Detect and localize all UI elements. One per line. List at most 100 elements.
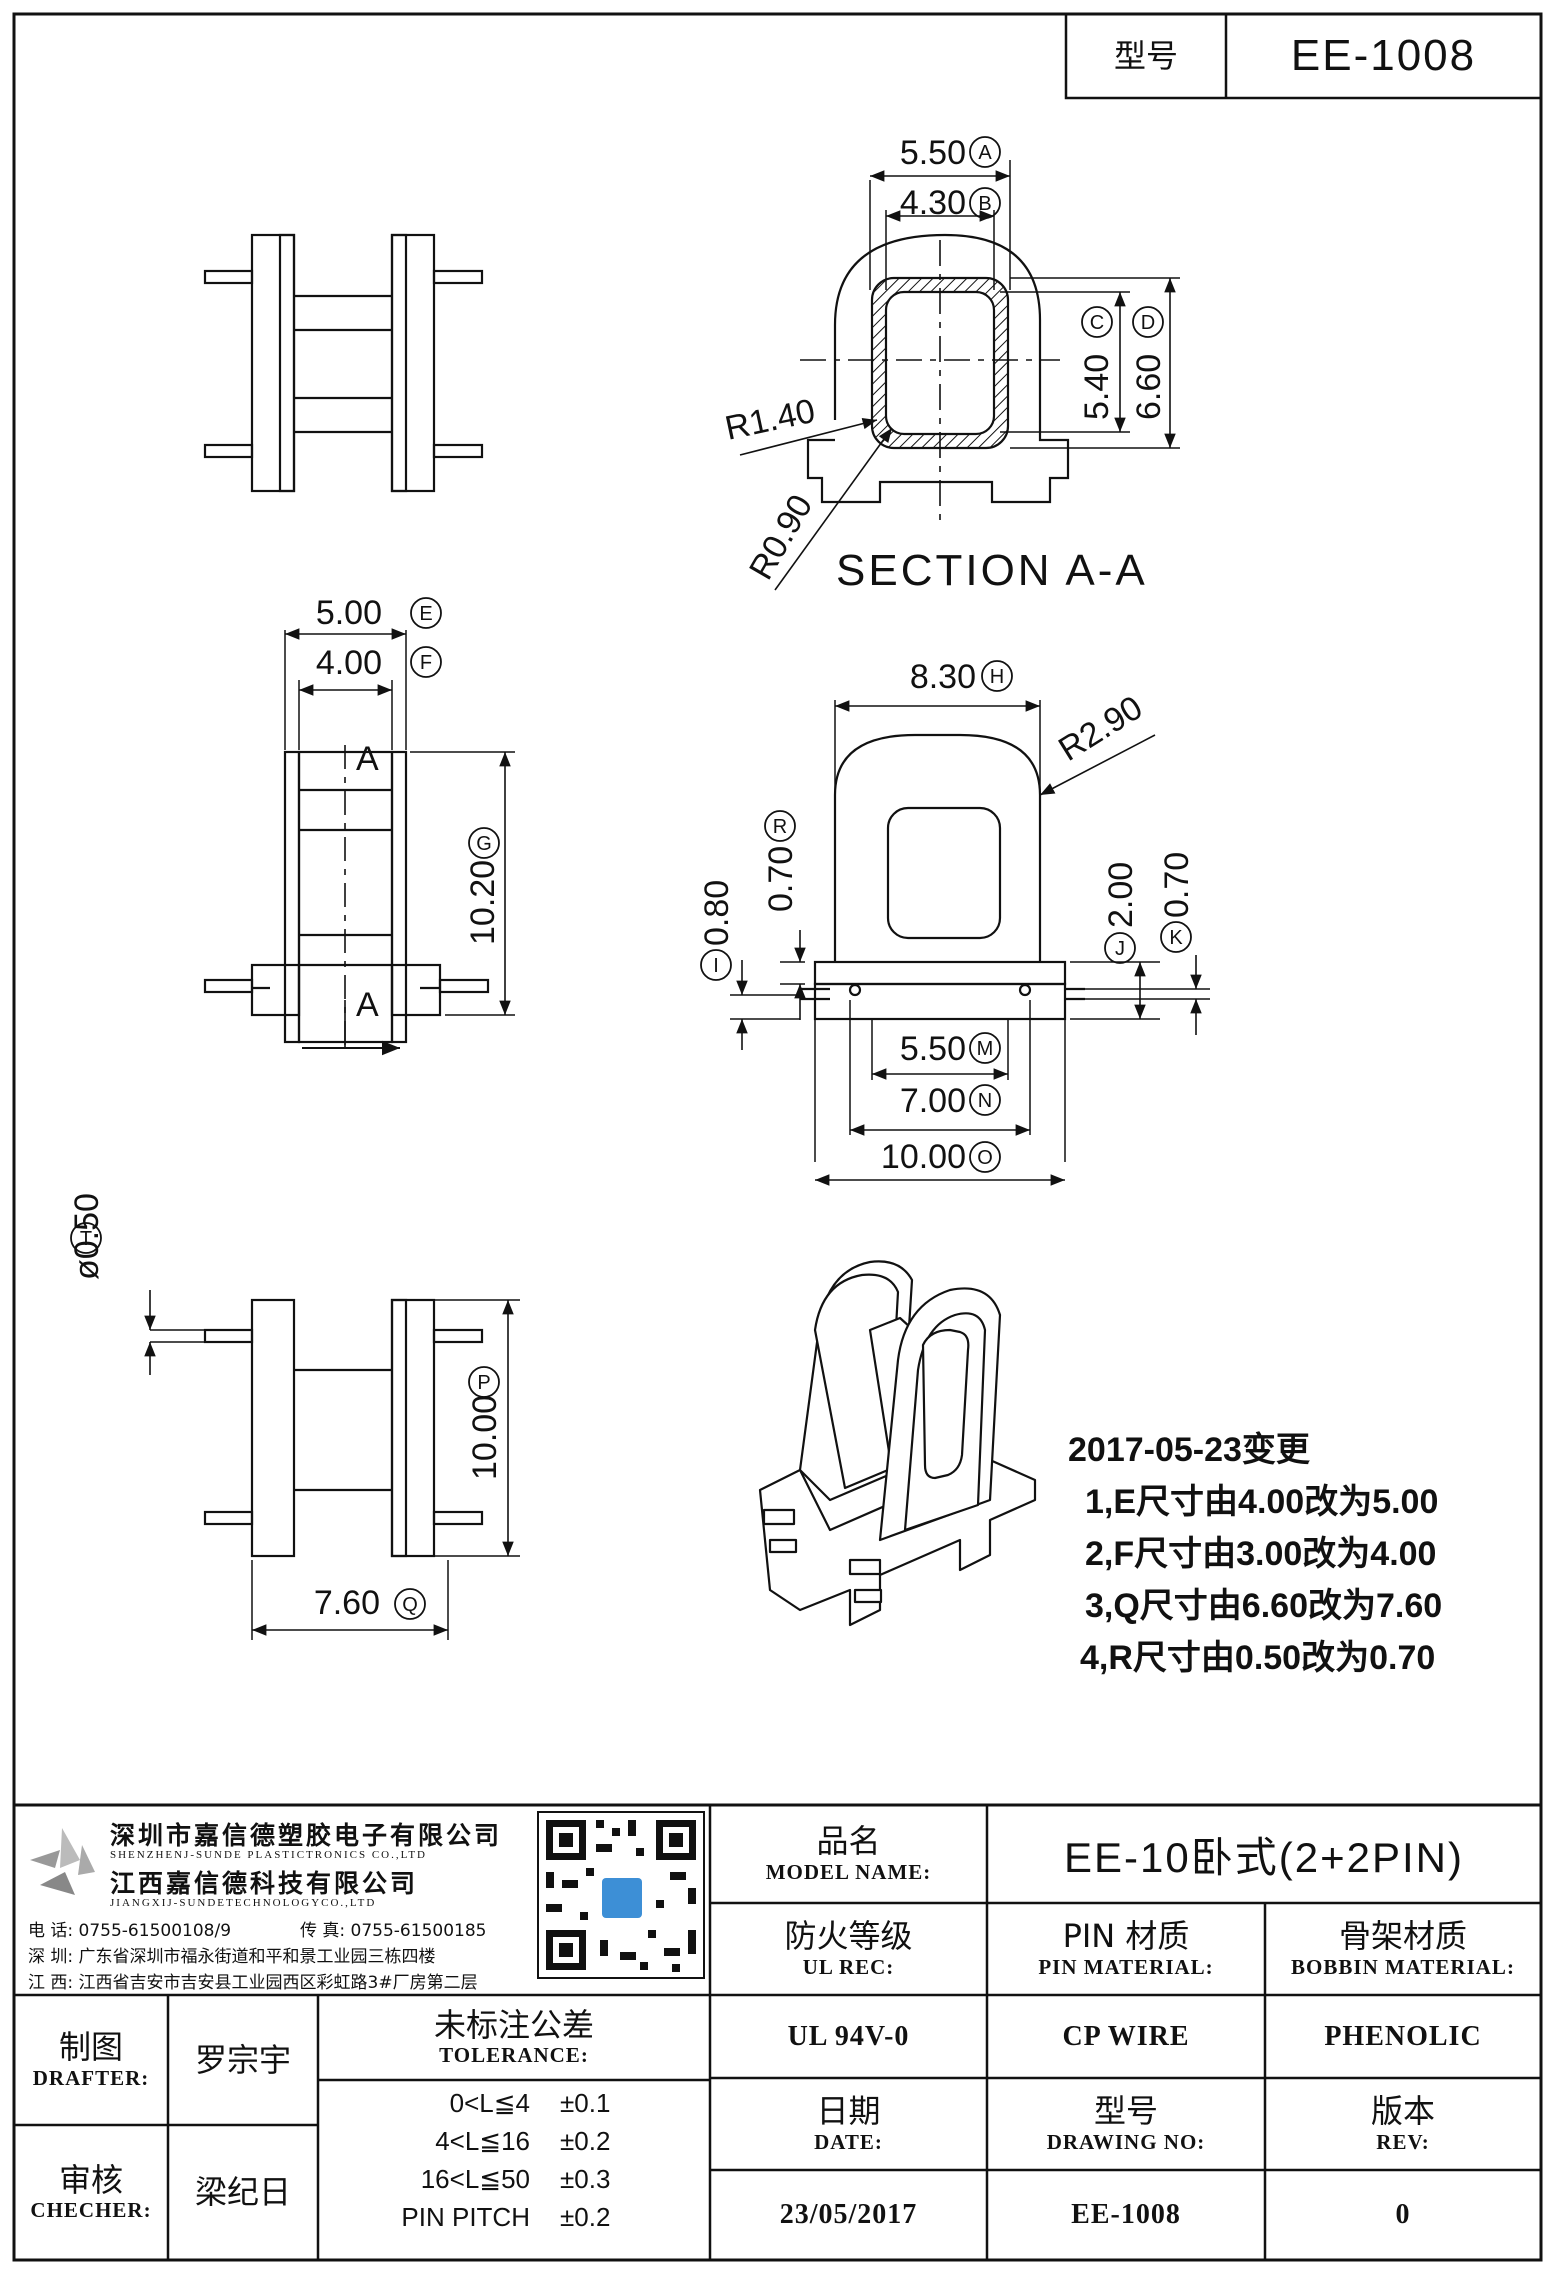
tolerance-label-en: TOLERANCE: [439,2043,589,2068]
model-tab-label: 型号 [1113,36,1178,75]
side-view [203,628,515,1056]
bobbin-material-label: 骨架材质 BOBBIN MATERIAL: [1265,1903,1541,1995]
tolerance-row: 0<L≦4 ±0.1 [330,2088,700,2119]
model-tab: 型号 EE-1008 [1066,14,1541,98]
company-fax: 传 真: 0755-61500185 [300,1921,487,1941]
letter-i: I [713,955,719,977]
ul-value: UL 94V-0 [787,2020,910,2052]
rev-label: 版本 REV: [1265,2078,1541,2170]
tolerance-label-zh: 未标注公差 [433,2005,594,2044]
letter-a: A [978,142,992,164]
ul-label-en: UL REC: [802,1954,895,1979]
letter-t: T [80,1228,92,1250]
dim-b-text: 4.30 [900,184,966,222]
tolerance-value: ±0.3 [560,2164,611,2194]
rev-label-zh: 版本 [1370,2092,1435,2131]
drafter-label-en: DRAFTER: [32,2065,150,2090]
drafter-label: 制图 DRAFTER: [14,1995,168,2125]
letter-e: E [419,603,432,625]
isometric-view [758,1260,1037,1627]
letter-n: N [978,1090,992,1112]
dim-h-text: 8.30 [910,658,976,696]
bobbin-material-value: PHENOLIC [1324,2020,1482,2052]
letter-m: M [977,1038,994,1060]
company-address-sz: 深 圳: 广东省深圳市福永街道和平和景工业园三栋四楼 [28,1947,436,1967]
letter-p: P [477,1372,490,1394]
date-label-zh: 日期 [816,2092,881,2131]
model-tab-frame [1064,12,1543,100]
section-mark-top: A [356,740,379,778]
dim-i-text: 0.80 [698,880,736,946]
dim-n-text: 7.00 [900,1082,966,1120]
letter-r: R [773,816,787,838]
company-name-sz-en: SHENZHENJ-SUNDE PLASTICTRONICS CO.,LTD [110,1849,427,1861]
dim-r090-text: R0.90 [742,488,820,586]
company-address-jx: 江 西: 江西省吉安市吉安县工业园西区彩虹路3#厂房第二层 [28,1973,478,1993]
drawing-no-value: EE-1008 [1071,2199,1181,2230]
bottom-view [144,1290,520,1640]
tolerance-range: 16<L≦50 [420,2164,530,2194]
section-mark-bottom: A [356,986,379,1024]
checker-value: 梁纪日 [194,2173,291,2212]
letter-o: O [977,1147,993,1169]
dim-r290-text: R2.90 [1052,688,1149,768]
letter-h: H [990,666,1004,688]
change-note-1: 1,E尺寸由4.00改为5.00 [1085,1483,1439,1521]
letter-c: C [1090,312,1104,334]
company-name-jx: 江西嘉信德科技有限公司 [110,1869,419,1898]
drawing-no-label: 型号 DRAWING NO: [987,2078,1265,2170]
date-label-en: DATE: [814,2129,883,2154]
dim-a-text: 5.50 [900,134,966,172]
tolerance-value: ±0.1 [560,2088,611,2118]
tolerance-value: ±0.2 [560,2202,611,2232]
dim-q-text: 7.60 [314,1584,380,1622]
pin-material-label-zh: PIN 材质 [1062,1917,1190,1956]
rev-label-en: REV: [1376,2129,1430,2154]
change-note-2: 2,F尺寸由3.00改为4.00 [1085,1535,1437,1573]
letter-j: J [1115,938,1125,960]
pin-material-value: CP WIRE [1062,2020,1190,2052]
tolerance-value: ±0.2 [560,2126,611,2156]
model-name-label: 品名 MODEL NAME: [710,1805,987,1903]
dim-t-text: ø0.50 [68,1193,106,1280]
date-value: 23/05/2017 [779,2199,918,2230]
dim-e-text: 5.00 [316,594,382,632]
checker-label-en: CHECHER: [30,2198,152,2223]
date-label: 日期 DATE: [710,2078,987,2170]
top-view [203,233,484,493]
dim-m-text: 5.50 [900,1030,966,1068]
qr-code [537,1811,705,1979]
model-name-label-zh: 品名 [816,1822,881,1861]
letter-f: F [420,652,432,674]
tolerance-range: 0<L≦4 [449,2088,530,2118]
dim-p-text: 10.00 [466,1395,504,1480]
letter-b: B [978,193,991,215]
drawing-no-label-en: DRAWING NO: [1046,2129,1206,2154]
tolerance-label: 未标注公差 TOLERANCE: [318,1995,710,2080]
company-logo [30,1828,95,1895]
rev-value: 0 [1395,2199,1411,2230]
company-tel: 电 话: 0755-61500108/9 [28,1921,232,1941]
front-view [730,700,1210,1186]
change-note-3: 3,Q尺寸由6.60改为7.60 [1085,1587,1443,1625]
tolerance-row: PIN PITCH ±0.2 [330,2202,700,2233]
letter-q: Q [402,1594,418,1616]
dim-r-text: 0.70 [762,846,800,912]
pin-material-label: PIN 材质 PIN MATERIAL: [987,1903,1265,1995]
tolerance-row: 16<L≦50 ±0.3 [330,2164,700,2195]
dim-g-text: 10.20 [464,860,502,945]
drawing-no-label-zh: 型号 [1093,2092,1158,2131]
bobbin-material-label-zh: 骨架材质 [1338,1917,1467,1956]
drafter-value: 罗宗宇 [194,2040,291,2079]
letter-g: G [476,833,492,855]
model-name-value: EE-10卧式(2+2PIN) [1064,1833,1464,1881]
tolerance-range: 4<L≦16 [435,2126,530,2156]
dim-o-text: 10.00 [881,1138,966,1176]
ul-label: 防火等级 UL REC: [710,1903,987,1995]
company-name-jx-en: JIANGXIJ-SUNDETECHNOLOGYCO.,LTD [110,1897,377,1909]
model-name-label-en: MODEL NAME: [765,1859,932,1884]
dim-j-text: 2.00 [1102,862,1140,928]
change-note-4: 4,R尺寸由0.50改为0.70 [1080,1639,1436,1677]
letter-d: D [1141,312,1155,334]
